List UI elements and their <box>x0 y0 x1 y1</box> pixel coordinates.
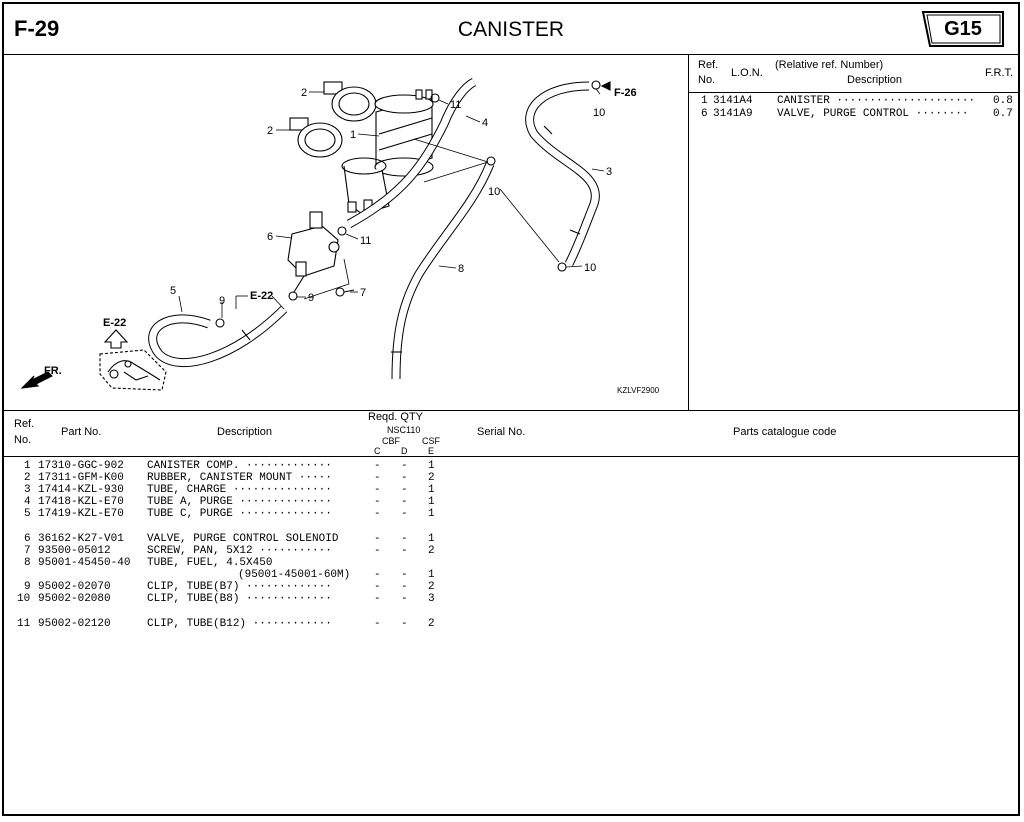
detail-inset <box>99 349 167 391</box>
purge-control-valve <box>287 211 340 293</box>
rt-header-frt: F.R.T. <box>985 67 1014 79</box>
table-row: 6 36162-K27-V01 VALVE, PURGE CONTROL SOL… <box>24 533 435 545</box>
pl-header-model: NSC110 <box>387 425 421 435</box>
table-row: 7 93500-05012 SCREW, PAN, 5X12 ·········… <box>24 545 435 557</box>
pl-header-part-no: Part No. <box>61 426 102 438</box>
table-row: 10 95002-02080 CLIP, TUBE(B8) ··········… <box>17 593 435 605</box>
callout-9a: 9 <box>219 295 225 307</box>
front-direction-icon <box>20 371 53 389</box>
screw <box>335 287 355 297</box>
page-header: F-29 CANISTER G15 <box>4 4 1018 55</box>
parts-list: Ref. No. Part No. Description Reqd. QTY … <box>4 410 1018 814</box>
page-code: F-29 <box>14 16 60 41</box>
pl-header-c: C <box>374 446 381 456</box>
table-row: 8 95001-45450-40 TUBE, FUEL, 4.5X450 <box>24 557 273 569</box>
labour-operation-table: Ref. No. L.O.N. (Relative ref. Number) D… <box>689 54 1018 410</box>
table-row: 4 17418-KZL-E70 TUBE A, PURGE ··········… <box>24 496 435 508</box>
pl-header-no: No. <box>14 434 32 446</box>
table-row: 2 17311-GFM-K00 RUBBER, CANISTER MOUNT ·… <box>24 472 435 484</box>
upper-section: 2 2 1 4 11 10 10 3 6 11 10 8 7 9 5 9 F-2… <box>4 54 1018 411</box>
pl-header-serial-no: Serial No. <box>477 426 526 438</box>
pl-header-d: D <box>401 446 408 456</box>
clip-10-bottom <box>557 262 567 272</box>
table-row: 5 17419-KZL-E70 TUBE C, PURGE ··········… <box>24 508 435 520</box>
callout-11a: 11 <box>450 99 461 111</box>
drawing-code: KZLVF2900 <box>617 386 660 395</box>
table-row: 1 17310-GGC-902 CANISTER COMP. ·········… <box>24 460 435 472</box>
callout-11b: 11 <box>360 235 371 247</box>
clip-9-right <box>288 291 298 301</box>
rt-header-lon: L.O.N. <box>731 67 763 79</box>
rubber-mount-lower <box>289 117 343 158</box>
pl-header-ref: Ref. <box>14 418 35 430</box>
rt-header-no: No. <box>698 74 716 86</box>
clip-10-mid <box>486 156 496 166</box>
pl-header-reqd-qty: Reqd. QTY <box>368 411 424 423</box>
callout-8: 8 <box>458 263 464 275</box>
callout-2b: 2 <box>267 125 273 137</box>
callout-7: 7 <box>360 287 366 299</box>
pl-header-e: E <box>428 446 435 456</box>
pl-header-description: Description <box>217 426 273 438</box>
callout-10a: 10 <box>593 107 605 119</box>
badge-frame-icon <box>921 11 1004 47</box>
table-row-continuation: (95001-45001-60M) - - 1 <box>238 569 435 581</box>
clip-11-upper <box>430 93 440 103</box>
clip-9-left <box>215 318 225 328</box>
callout-3: 3 <box>606 166 612 178</box>
table-row: 6 3141A9 VALVE, PURGE CONTROL ········ 0… <box>701 108 1013 120</box>
clip-11-lower <box>337 226 347 236</box>
callout-1: 1 <box>350 129 356 141</box>
rt-header-ref: Ref. <box>698 59 719 71</box>
table-row: 11 95002-02120 CLIP, TUBE(B12) ·········… <box>17 618 435 630</box>
rt-header-description: Description <box>847 74 903 86</box>
pl-header-cbf: CBF <box>382 436 400 446</box>
rt-header-relative: (Relative ref. Number) <box>775 59 884 71</box>
pl-header-csf: CSF <box>422 436 440 446</box>
table-row: 1 3141A4 CANISTER ····················· … <box>701 95 1013 107</box>
ref-e22-b: E-22 <box>103 317 126 329</box>
exploded-diagram: 2 2 1 4 11 10 10 3 6 11 10 8 7 9 5 9 F-2… <box>4 54 689 410</box>
callout-4: 4 <box>482 117 488 129</box>
callout-2a: 2 <box>301 87 307 99</box>
pl-header-catalogue-code: Parts catalogue code <box>733 426 837 438</box>
canister-diagram: 2 2 1 4 11 10 10 3 6 11 10 8 7 9 5 9 F-2… <box>20 77 660 395</box>
ref-f26: F-26 <box>614 87 637 99</box>
callout-10c: 10 <box>584 262 596 274</box>
callout-10b: 10 <box>488 186 500 198</box>
rubber-mount-upper <box>323 81 377 122</box>
clip-10-top <box>591 80 601 90</box>
rt-divider <box>689 92 1018 93</box>
table-row: 3 17414-KZL-930 TUBE, CHARGE ···········… <box>24 484 435 496</box>
table-row: 9 95002-02070 CLIP, TUBE(B7) ···········… <box>24 581 435 593</box>
callout-6: 6 <box>267 231 273 243</box>
page-title: CANISTER <box>457 18 565 41</box>
group-code: G15 <box>944 18 982 40</box>
callout-9b: 9 <box>308 292 314 304</box>
front-label: FR. <box>44 365 62 377</box>
arrow-up-icon <box>103 329 129 349</box>
ref-e22-a: E-22 <box>250 290 273 302</box>
callout-5: 5 <box>170 285 176 297</box>
pl-divider <box>4 456 1018 457</box>
group-code-badge: G15 <box>920 10 1006 48</box>
